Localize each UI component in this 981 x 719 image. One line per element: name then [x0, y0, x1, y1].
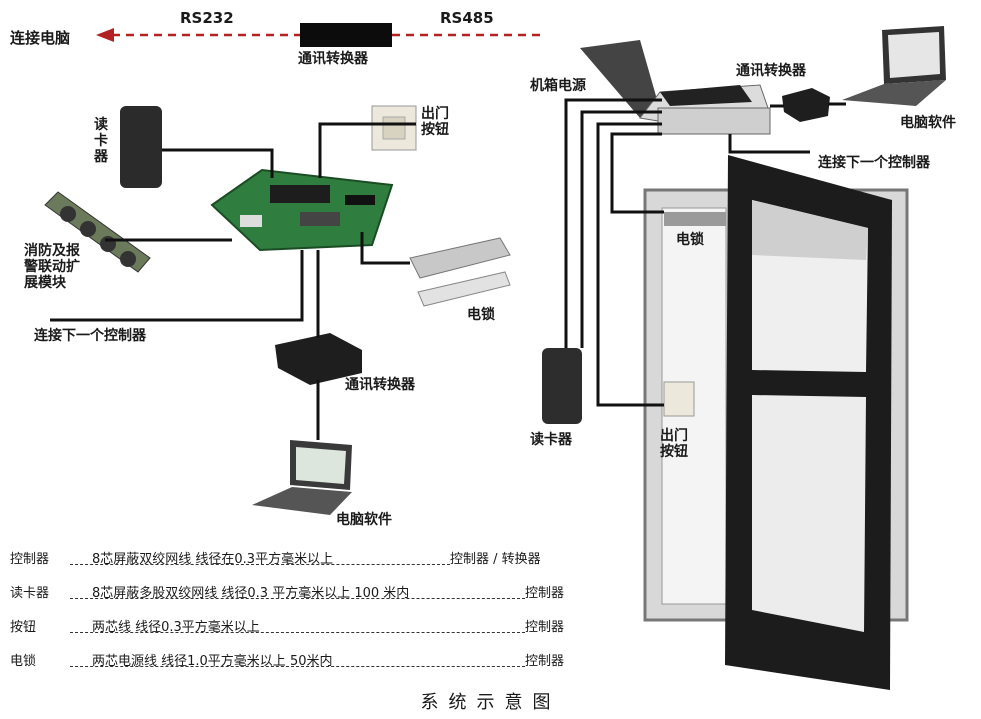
- converter-block-top: [300, 23, 392, 47]
- legend-to: 控制器: [525, 620, 565, 635]
- legend-spec: 两芯电源线 线径1.0平方毫米以上 50米内: [92, 654, 333, 669]
- legend-spec: 8芯屏蔽双绞网线 线径在0.3平方毫米以上: [92, 552, 334, 567]
- legend-to: 控制器: [525, 654, 565, 669]
- legend-to: 控制器 / 转换器: [450, 552, 541, 567]
- chassis-power-label: 机箱电源: [530, 78, 586, 94]
- pc-software-right-label: 电脑软件: [900, 115, 956, 131]
- converter-top-label: 通讯转换器: [298, 51, 368, 67]
- arrow-head-icon: [96, 28, 114, 42]
- card-reader-left-icon: [120, 106, 162, 188]
- electric-lock-left-icon: [409, 237, 511, 307]
- exit-button-right-icon: [663, 381, 695, 417]
- legend-to: 控制器: [525, 586, 565, 601]
- legend-from: 读卡器: [10, 586, 50, 601]
- fire-module-label: 消防及报警联动扩展模块: [24, 243, 80, 292]
- chassis-power-icon: [580, 40, 771, 135]
- converter-left-icon: [275, 333, 362, 385]
- right-wires: [564, 98, 846, 407]
- converter-left-label: 通讯转换器: [345, 377, 415, 393]
- card-reader-left-label: 读卡器: [94, 117, 108, 166]
- card-reader-right-icon: [542, 348, 582, 424]
- laptop-right-icon: [842, 26, 946, 106]
- exit-button-left-label: 出门按钮: [421, 106, 449, 139]
- converter-right-icon: [782, 88, 830, 122]
- door: [725, 155, 892, 690]
- converter-right-label: 通讯转换器: [736, 63, 806, 79]
- exit-button-right-label: 出门按钮: [660, 428, 688, 461]
- electric-lock-left-label: 电锁: [467, 307, 495, 323]
- legend-row: 电锁 两芯电源线 线径1.0平方毫米以上 50米内 控制器: [10, 646, 600, 672]
- next-controller-right-label: 连接下一个控制器: [818, 155, 930, 171]
- diagram-caption: 系统示意图: [420, 692, 561, 713]
- legend-from: 按钮: [10, 620, 37, 635]
- rs485-label: RS485: [440, 9, 494, 27]
- card-reader-right-label: 读卡器: [530, 432, 572, 448]
- legend-row: 读卡器 8芯屏蔽多股双绞网线 线径0.3 平方毫米以上 100 米内 控制器: [10, 578, 600, 604]
- electric-lock-right-icon: [664, 212, 726, 226]
- fire-module-icon: [44, 191, 151, 273]
- connect-pc-label: 连接电脑: [10, 29, 71, 47]
- legend-spec: 8芯屏蔽多股双绞网线 线径0.3 平方毫米以上 100 米内: [92, 586, 410, 601]
- pc-software-left-label: 电脑软件: [336, 512, 392, 528]
- legend-spec: 两芯线 线径0.3平方毫米以上: [92, 620, 260, 635]
- legend-from: 控制器: [10, 552, 50, 567]
- legend-from: 电锁: [10, 654, 37, 669]
- legend-row: 按钮 两芯线 线径0.3平方毫米以上 控制器: [10, 612, 600, 638]
- rs232-label: RS232: [180, 9, 234, 27]
- controller-board: [210, 168, 394, 252]
- electric-lock-right-label: 电锁: [676, 232, 704, 248]
- legend-row: 控制器 8芯屏蔽双绞网线 线径在0.3平方毫米以上 控制器 / 转换器: [10, 544, 600, 570]
- left-wires: [50, 122, 416, 440]
- next-controller-left-label: 连接下一个控制器: [34, 328, 146, 344]
- laptop-left-icon: [252, 440, 352, 515]
